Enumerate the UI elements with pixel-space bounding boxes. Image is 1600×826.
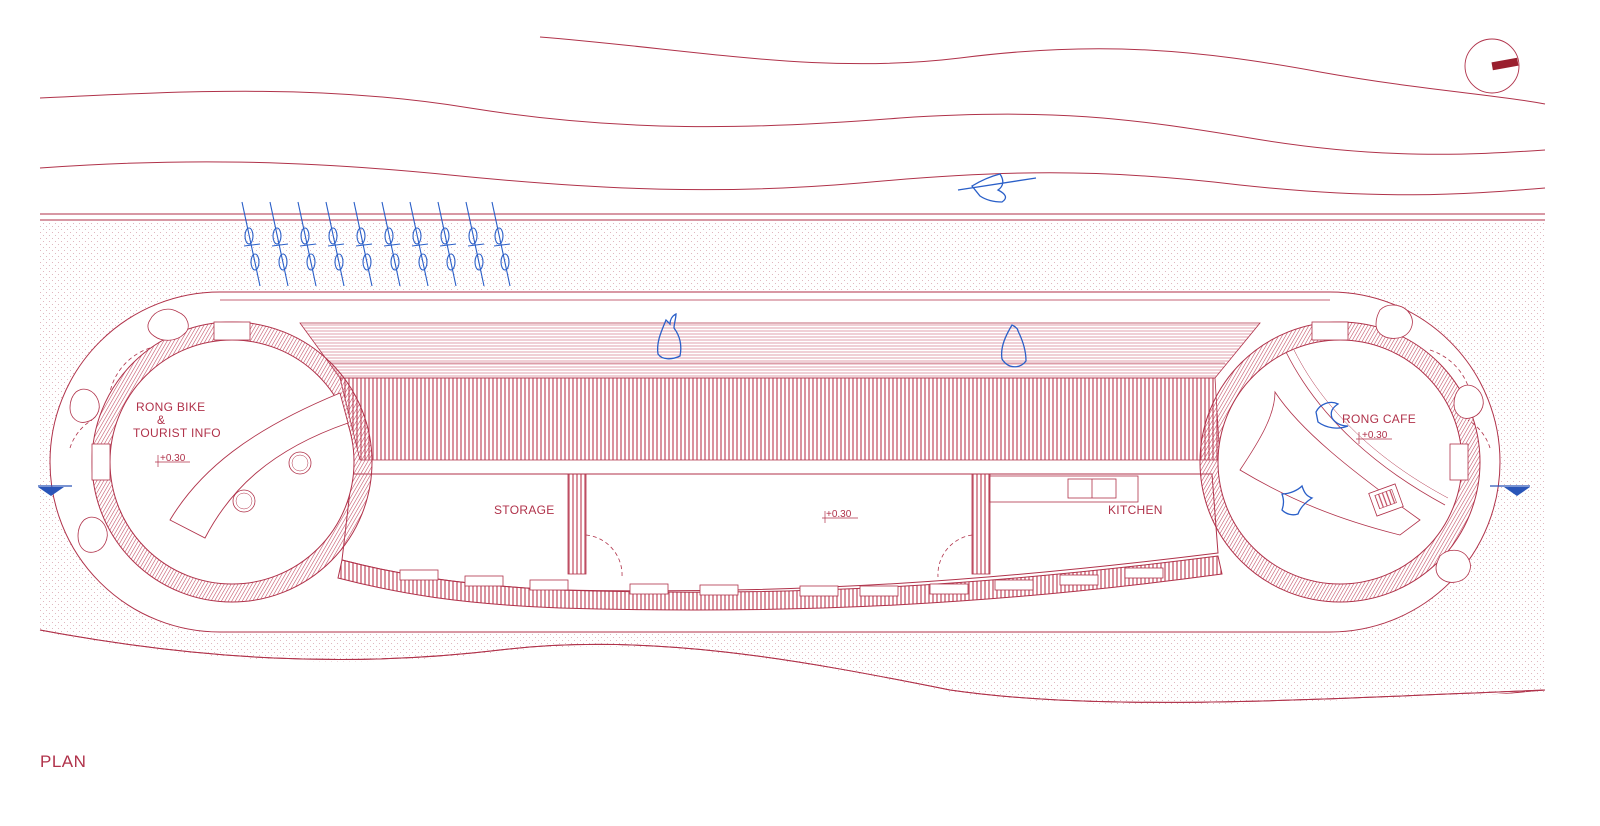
- room-label-bike-line1: RONG BIKE: [136, 400, 205, 414]
- level-bike-info: +0.30: [160, 453, 186, 464]
- bicycle-rack: [241, 201, 511, 287]
- section-marker-icon: [38, 487, 64, 496]
- lower-rooms: [337, 473, 1223, 611]
- central-deck: [299, 322, 1261, 461]
- level-main-hall: +0.30: [826, 509, 852, 520]
- shrubs: [69, 304, 1484, 583]
- room-label-bike-line3: TOURIST INFO: [133, 426, 221, 440]
- room-label-kitchen: KITCHEN: [1108, 503, 1163, 517]
- north-arrow-icon: [1464, 38, 1520, 94]
- section-marker-icon: [1504, 487, 1530, 496]
- people-figures: [656, 173, 1349, 516]
- level-cafe: +0.30: [1362, 430, 1388, 441]
- bike-pavilion: [69, 321, 373, 603]
- cafe-pavilion: [1199, 321, 1491, 603]
- room-label-bike-line2: &: [157, 413, 165, 427]
- drawing-caption: PLAN: [40, 752, 87, 771]
- room-label-cafe: RONG CAFE: [1342, 412, 1416, 426]
- room-label-storage: STORAGE: [494, 503, 555, 517]
